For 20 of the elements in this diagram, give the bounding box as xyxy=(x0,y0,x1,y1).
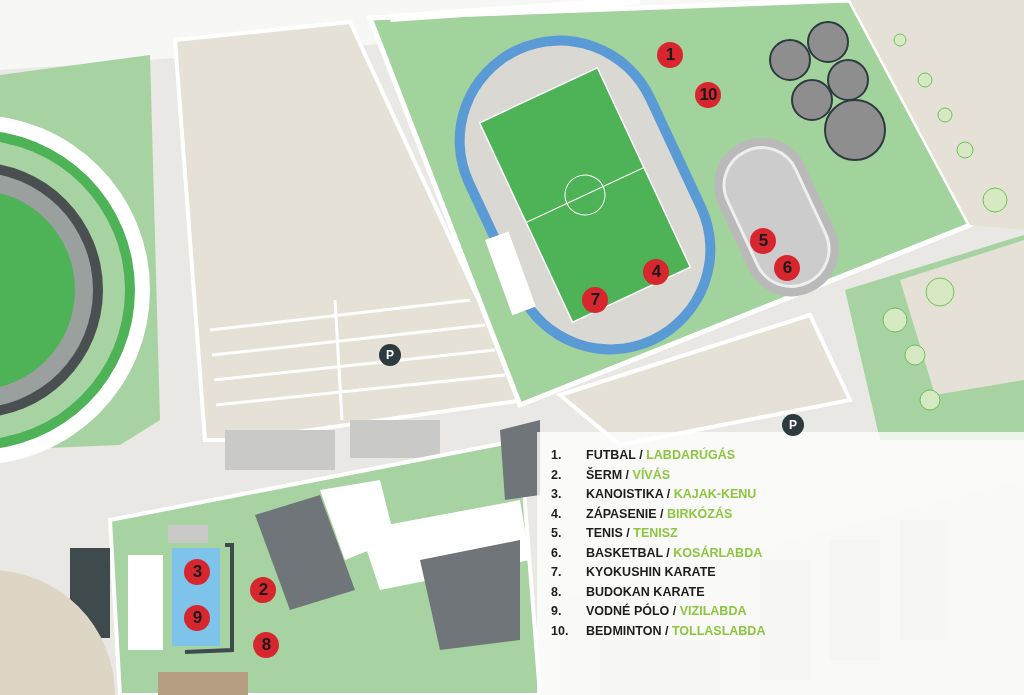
legend-entry: FUTBAL / LABDARÚGÁS xyxy=(586,446,736,464)
list-number: 2. xyxy=(551,466,562,484)
legend-entry: KYOKUSHIN KARATE xyxy=(586,564,716,581)
list-number: 4. xyxy=(551,505,562,523)
legend-entry: BASKETBAL / KOSÁRLABDA xyxy=(586,544,763,562)
legend-entry: KANOISTIKA / KAJAK-KENU xyxy=(586,486,757,503)
list-number: 3. xyxy=(551,486,562,503)
legend-entry: ZÁPASENIE / BIRKÓZÁS xyxy=(586,505,733,523)
legend-entry: TENIS / TENISZ xyxy=(586,525,678,542)
legend-entry: BEDMINTON / TOLLASLABDA xyxy=(586,622,766,640)
list-number: 10. xyxy=(551,622,569,640)
list-number: 6. xyxy=(551,544,562,562)
list-number: 1. xyxy=(551,447,562,464)
list-number: 7. xyxy=(551,564,562,581)
list-number: 9. xyxy=(551,603,562,620)
list-number: 5. xyxy=(551,525,562,542)
list-number: 8. xyxy=(551,583,562,601)
legend-entry: BUDOKAN KARATE xyxy=(586,583,705,601)
legend-entry: ŠERM / VÍVÁS xyxy=(586,466,671,484)
legend-entry: VODNÉ PÓLO / VIZILABDA xyxy=(586,602,747,620)
